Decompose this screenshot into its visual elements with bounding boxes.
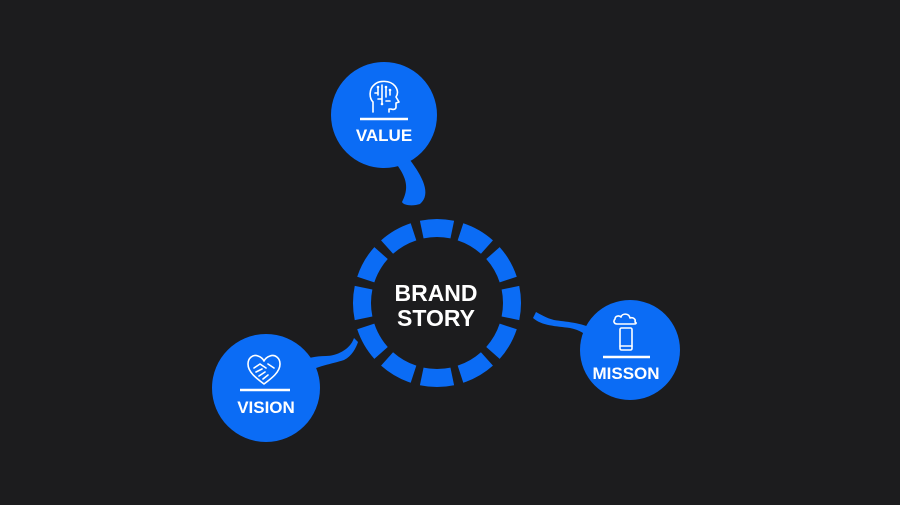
ring-segment [357, 323, 388, 359]
handshake-heart-icon [247, 354, 281, 385]
node-mission-connector [533, 312, 596, 340]
ring-segment [381, 352, 417, 383]
node-value-bubble [331, 62, 437, 168]
node-vision-label: VISION [237, 398, 295, 417]
phone-cloud-icon [613, 313, 637, 351]
ring-segment [357, 247, 388, 283]
center-label: BRAND STORY [394, 280, 477, 331]
ring-segment [457, 352, 493, 383]
ring-segment [457, 223, 493, 254]
brain-head-icon [369, 80, 400, 113]
ring-segment [419, 218, 455, 239]
node-mission: MISSON [533, 300, 680, 400]
ring-segment [353, 285, 373, 321]
center-label-line2: STORY [397, 305, 475, 331]
node-mission-label: MISSON [592, 364, 659, 383]
node-vision: VISION [212, 334, 358, 442]
node-value: VALUE [331, 62, 437, 206]
ring-segment [419, 367, 455, 387]
node-vision-bubble [212, 334, 320, 442]
ring-segment [486, 247, 517, 283]
ring-segment [501, 285, 521, 321]
ring-segment [486, 323, 517, 359]
center-segmented-ring [353, 218, 521, 387]
node-value-label: VALUE [356, 126, 412, 145]
ring-segment [381, 223, 417, 254]
center-label-line1: BRAND [394, 280, 477, 306]
